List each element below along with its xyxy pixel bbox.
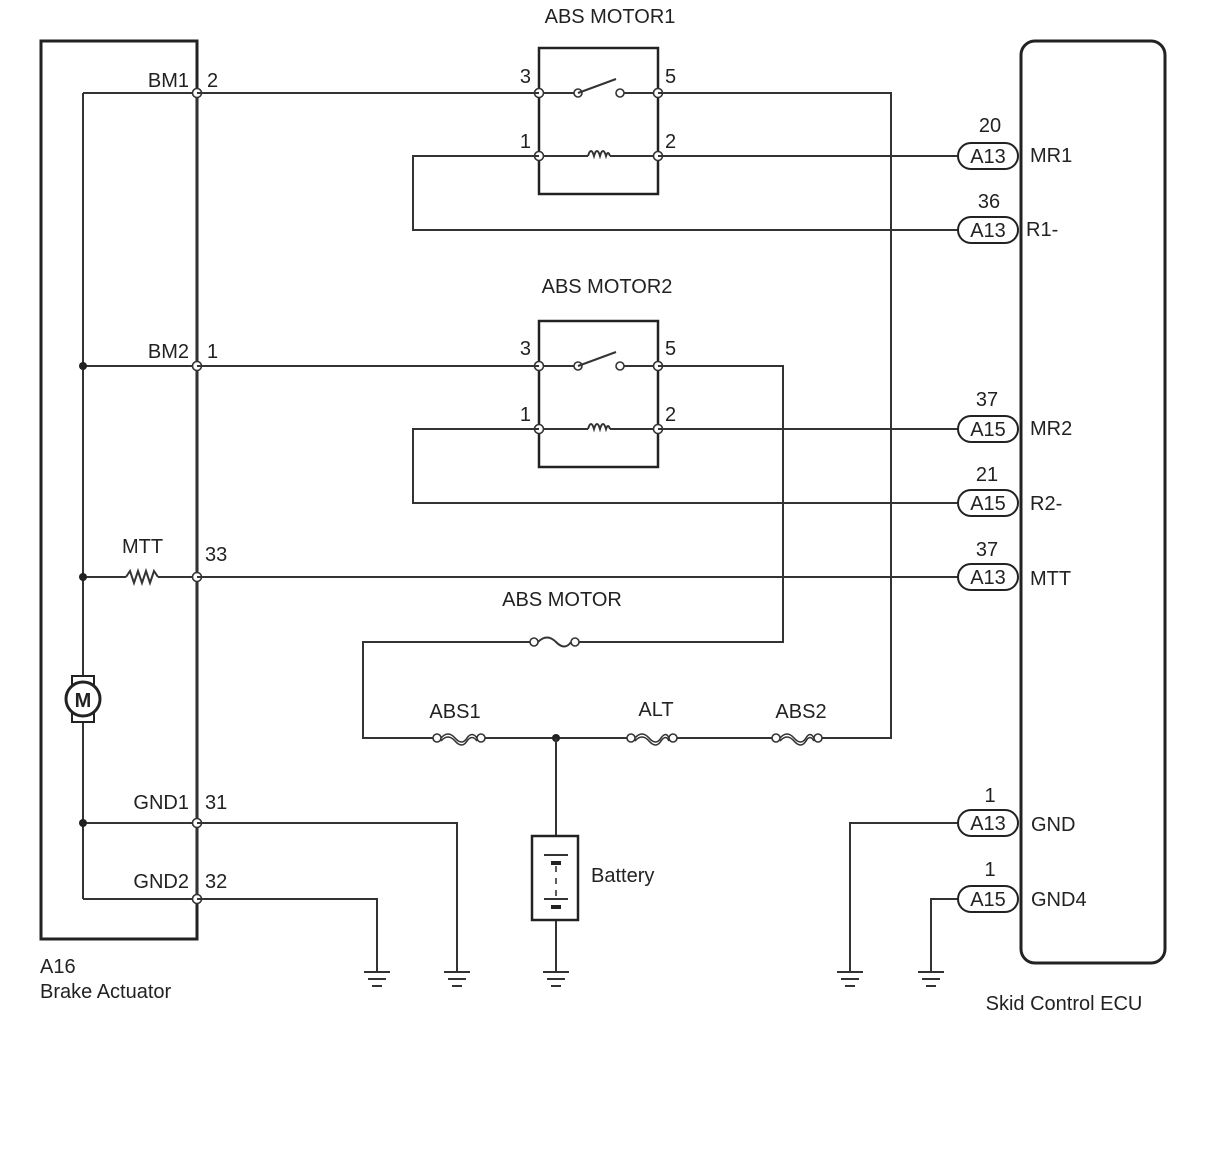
fuse-abs1-label: ABS1	[429, 701, 480, 723]
ecu-connector-mr2: A15	[970, 419, 1006, 441]
ground-icon-3	[543, 971, 569, 987]
relay1-switch-icon	[577, 78, 617, 94]
fuse-abs1: ABS1	[429, 701, 486, 746]
ecu-pin-name-r1: R1-	[1026, 219, 1058, 241]
ecu-connector-gnd4: A15	[970, 889, 1006, 911]
relay2-pin3: 3	[520, 338, 531, 360]
ground-icon-4	[837, 971, 863, 987]
pin-number-mtt: 33	[205, 544, 227, 566]
ecu-pin-mtt: A13 37 MTT	[957, 539, 1071, 591]
pin-name-gnd2: GND2	[133, 871, 189, 893]
ecu-pin-number-gnd: 1	[984, 785, 995, 807]
skid-control-ecu: Skid Control ECU	[986, 39, 1167, 1015]
battery: Battery	[530, 834, 654, 922]
ecu-pin-number-r1: 36	[978, 191, 1000, 213]
ecu-connector-r1: A13	[970, 220, 1006, 242]
pin-name-gnd1: GND1	[133, 792, 189, 814]
ecu-pin-r2: A15 21 R2-	[957, 464, 1062, 517]
ecu-pin-name-gnd4: GND4	[1031, 889, 1087, 911]
brake-actuator: M BM1 2 BM2 1 MTT 33 GND1 31 GND2 32 A16…	[39, 39, 227, 1003]
pin-number-bm1: 2	[207, 70, 218, 92]
ecu-connector-mr1: A13	[970, 146, 1006, 168]
relay2-pin2: 2	[665, 404, 676, 426]
wires	[197, 92, 958, 972]
ecu-pin-number-gnd4: 1	[984, 859, 995, 881]
ecu-pin-number-r2: 21	[976, 464, 998, 486]
pin-number-gnd2: 32	[205, 871, 227, 893]
motor-icon: M	[64, 675, 102, 723]
ground-icon-1	[364, 971, 390, 987]
fuse-abs2-icon	[779, 733, 815, 743]
ecu-connector-gnd: A13	[970, 813, 1006, 835]
ecu-pin-number-mr2: 37	[976, 389, 998, 411]
ecu-connector-r2: A15	[970, 493, 1006, 515]
relay2-pin1: 1	[520, 404, 531, 426]
ecu-pin-gnd4: A15 1 GND4	[957, 859, 1087, 913]
relay2-title: ABS MOTOR2	[542, 276, 673, 298]
relay2-coil-icon	[587, 423, 611, 433]
ecu-pin-name-gnd: GND	[1031, 814, 1075, 836]
relay1-pin3: 3	[520, 66, 531, 88]
fuse-alt-label: ALT	[638, 699, 673, 721]
ecu-pin-number-mr1: 20	[979, 115, 1001, 137]
relay1-coil-icon	[587, 150, 611, 160]
ecu-pin-number-mtt: 37	[976, 539, 998, 561]
ground-icon-2	[444, 971, 470, 987]
motor-symbol: M	[75, 690, 92, 712]
ecu-box	[1019, 39, 1167, 965]
relay1-title: ABS MOTOR1	[545, 6, 676, 28]
mtt-resistor-icon	[125, 567, 159, 587]
ecu-pin-name-mr1: MR1	[1030, 145, 1072, 167]
ecu-name: Skid Control ECU	[986, 993, 1143, 1015]
fuse-abs1-icon	[440, 733, 478, 743]
pin-name-bm2: BM2	[148, 341, 189, 363]
fuse-abs-motor-label: ABS MOTOR	[502, 589, 622, 611]
relay-abs-motor1: ABS MOTOR1 3 5 1 2	[520, 6, 676, 196]
ecu-pin-r1: A13 36 R1-	[957, 191, 1058, 244]
brake-actuator-box	[39, 39, 199, 941]
fuse-abs-motor-icon	[537, 636, 572, 648]
brake-actuator-name: Brake Actuator	[40, 981, 172, 1003]
ecu-pin-name-mr2: MR2	[1030, 418, 1072, 440]
relay1-pin2: 2	[665, 131, 676, 153]
fuse-abs2-label: ABS2	[775, 701, 826, 723]
battery-label: Battery	[591, 865, 654, 887]
pin-number-gnd1: 31	[205, 792, 227, 814]
fuse-abs-motor: ABS MOTOR	[502, 589, 622, 648]
ecu-pin-name-mtt: MTT	[1030, 568, 1071, 590]
pin-number-bm2: 1	[207, 341, 218, 363]
relay-abs-motor2: ABS MOTOR2 3 5 1 2	[520, 276, 676, 469]
fuse-alt-icon	[634, 733, 670, 743]
pin-name-bm1: BM1	[148, 70, 189, 92]
brake-actuator-id: A16	[40, 956, 76, 978]
relay2-switch-icon	[577, 351, 617, 367]
fuse-abs2: ABS2	[771, 701, 827, 746]
ecu-pin-gnd: A13 1 GND	[957, 785, 1075, 837]
fuse-alt: ALT	[626, 699, 678, 746]
ecu-pin-mr2: A15 37 MR2	[957, 389, 1072, 443]
relay2-pin5: 5	[665, 338, 676, 360]
ecu-pin-name-r2: R2-	[1030, 493, 1062, 515]
ecu-connector-mtt: A13	[970, 567, 1006, 589]
relay1-pin5: 5	[665, 66, 676, 88]
ecu-pin-mr1: A13 20 MR1	[957, 115, 1072, 170]
pin-name-mtt: MTT	[122, 536, 163, 558]
relay1-pin1: 1	[520, 131, 531, 153]
ground-icon-5	[918, 971, 944, 987]
